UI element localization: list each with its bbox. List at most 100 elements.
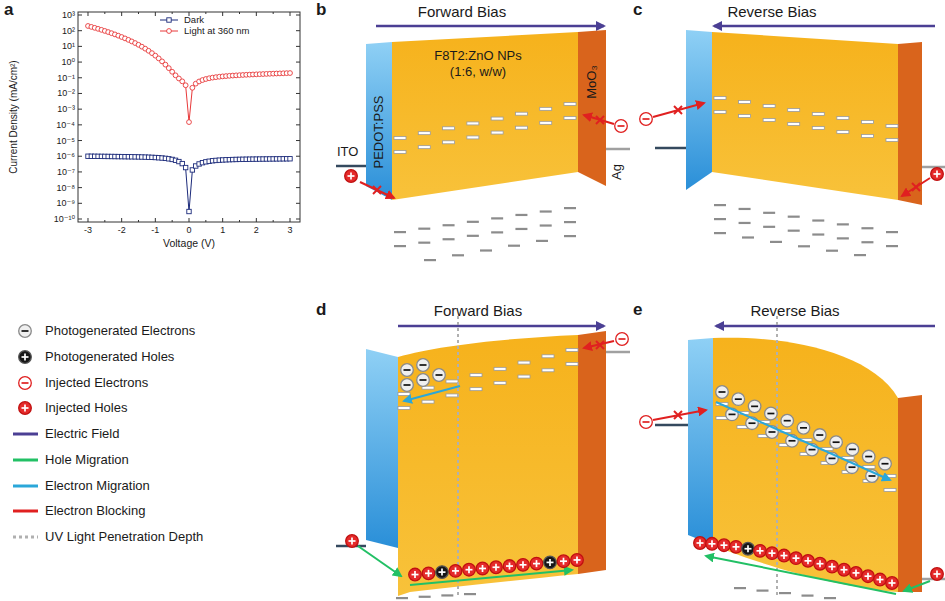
charge-sign — [855, 569, 857, 576]
electric-field-arrow — [714, 25, 935, 28]
homo-level — [396, 597, 408, 599]
charge-sign — [24, 405, 26, 412]
homo-level — [826, 250, 838, 252]
trap-level — [515, 126, 527, 129]
trap-level — [812, 113, 824, 116]
charge-sign — [618, 125, 625, 127]
axis-tick — [296, 124, 300, 125]
charge-carrier — [490, 561, 503, 574]
tick-label: -3 — [84, 225, 92, 235]
charge-carrier — [874, 573, 887, 586]
legend-text: Light at 360 nm — [184, 26, 250, 37]
charge-carrier — [19, 402, 32, 415]
ito-level — [336, 165, 366, 168]
charge-sign — [891, 580, 893, 587]
legend-swatch — [13, 536, 38, 539]
charge-carrier — [615, 120, 628, 133]
axis-tick — [78, 46, 82, 47]
charge-sign — [735, 543, 737, 550]
axis-tick — [296, 203, 300, 204]
layer-label: PEDOT:PSS — [371, 96, 387, 169]
tick-label: 10⁰ — [61, 57, 75, 67]
charge-sign — [729, 414, 736, 416]
tick-label: -2 — [118, 225, 126, 235]
homo-level — [394, 245, 406, 247]
charge-sign — [819, 560, 821, 567]
axis-tick — [273, 12, 274, 14]
data-marker — [183, 165, 187, 169]
charge-sign — [809, 449, 816, 451]
axis-tick — [296, 171, 300, 172]
homo-level — [812, 233, 824, 235]
charge-sign — [751, 405, 758, 407]
axis-tick — [296, 77, 300, 78]
charge-carrier — [417, 374, 430, 387]
charge-carrier — [879, 457, 892, 470]
homo-level — [886, 231, 898, 233]
homo-level — [515, 228, 527, 230]
axis-tick — [205, 220, 206, 222]
block-cross — [596, 341, 604, 349]
block-cross — [596, 116, 604, 124]
charge-sign — [420, 379, 427, 381]
axis-tick — [172, 12, 173, 14]
data-marker — [288, 157, 292, 161]
tick-label: -1 — [151, 225, 159, 235]
legend-swatch — [13, 433, 38, 436]
tick-label: 10⁻⁸ — [56, 182, 75, 192]
axis-tick — [121, 218, 122, 222]
charge-sign — [723, 542, 725, 549]
panel-letter: b — [316, 0, 326, 20]
tick-label: 10⁻¹⁰ — [54, 214, 75, 224]
axis-tick — [78, 187, 82, 188]
axis-tick — [296, 219, 300, 220]
charge-carrier — [732, 393, 745, 406]
axis-tick — [296, 156, 300, 157]
moo3-band — [578, 30, 606, 186]
pedot-layer: PEDOT:PSS — [366, 40, 392, 200]
charge-sign — [351, 538, 353, 545]
charge-carrier — [838, 563, 851, 576]
charge-sign — [495, 564, 497, 571]
pedot-band — [686, 30, 712, 190]
charge-sign — [849, 466, 856, 468]
homo-level — [802, 595, 814, 597]
homo-level — [739, 222, 751, 224]
charge-sign — [711, 540, 713, 547]
layer-label: MoO₃ — [584, 65, 600, 98]
block-cross — [674, 106, 682, 114]
trap-level — [886, 125, 898, 128]
charge-carrier — [748, 400, 761, 413]
trap-level — [394, 137, 406, 140]
axis-tick — [273, 220, 274, 222]
homo-level — [394, 231, 406, 233]
axis-title: Voltage (V) — [163, 237, 215, 249]
axis-tick — [138, 12, 139, 14]
legend-text: Electron Blocking — [45, 504, 145, 519]
bias-label: Reverse Bias — [727, 3, 816, 20]
trap-level — [837, 117, 849, 120]
homo-level — [763, 226, 775, 228]
trap-level — [515, 112, 527, 115]
charge-sign — [936, 571, 938, 578]
homo-level — [418, 228, 430, 230]
charge-carrier — [802, 555, 815, 568]
bias-label: Reverse Bias — [750, 302, 839, 319]
homo-level — [788, 230, 800, 232]
active-layer-band — [712, 32, 898, 200]
homo-level — [564, 221, 576, 223]
electron-migration-arrow — [716, 402, 890, 480]
charge-carrier — [616, 333, 629, 346]
charge-carrier — [449, 565, 462, 578]
ito-level — [655, 424, 688, 427]
axis-tick — [239, 220, 240, 222]
charge-carrier — [781, 414, 794, 427]
axis-tick — [239, 12, 240, 14]
trap-level — [470, 374, 482, 377]
charge-sign — [619, 338, 626, 340]
axis-tick — [155, 12, 156, 16]
homo-level — [779, 592, 791, 594]
charge-carrier — [409, 568, 422, 581]
charge-sign — [536, 560, 538, 567]
charge-carrier — [931, 568, 944, 581]
